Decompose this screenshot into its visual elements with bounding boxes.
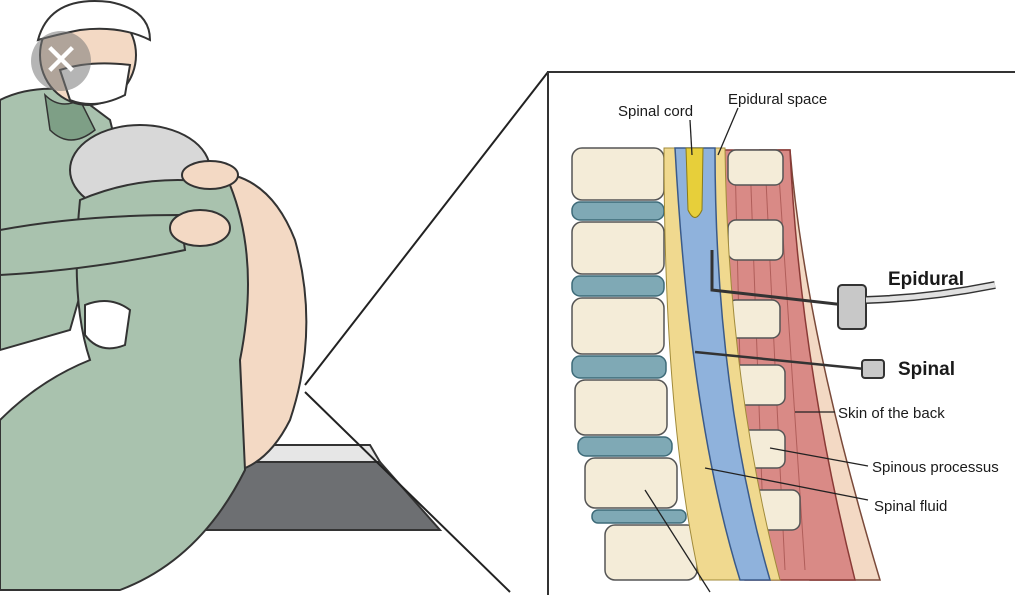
intervertebral-discs — [571, 201, 687, 524]
label-epidural: Epidural — [888, 269, 964, 290]
label-skin-of-back: Skin of the back — [838, 405, 945, 422]
doctor-hand — [169, 209, 231, 247]
label-spinal: Spinal — [898, 359, 955, 380]
vertebral-bodies — [571, 147, 698, 581]
doctor-hand-2 — [181, 160, 239, 190]
doctor-neck — [43, 92, 96, 141]
zoom-line-top — [304, 71, 549, 386]
zoom-line-bottom — [304, 391, 511, 593]
label-spinal-cord: Spinal cord — [618, 103, 693, 120]
label-spinal-fluid: Spinal fluid — [874, 498, 947, 515]
epidural-needle — [710, 250, 996, 330]
label-spinous-processus: Spinous processus — [872, 459, 999, 476]
close-button[interactable]: ✕ — [31, 31, 91, 91]
close-icon: ✕ — [42, 35, 80, 86]
inset-frame — [547, 71, 1015, 595]
leader-lines — [644, 107, 869, 593]
spinal-needle — [694, 350, 885, 379]
spinal-cord — [685, 147, 704, 218]
patient-scene — [0, 0, 443, 591]
doctor-arm — [0, 213, 187, 277]
spine-cross-section: Spinal cord Epidural space Epidural Spin… — [571, 91, 999, 593]
label-epidural-space: Epidural space — [728, 91, 827, 108]
spinal-fluid-sac — [674, 147, 771, 581]
patient-hands — [84, 300, 132, 350]
